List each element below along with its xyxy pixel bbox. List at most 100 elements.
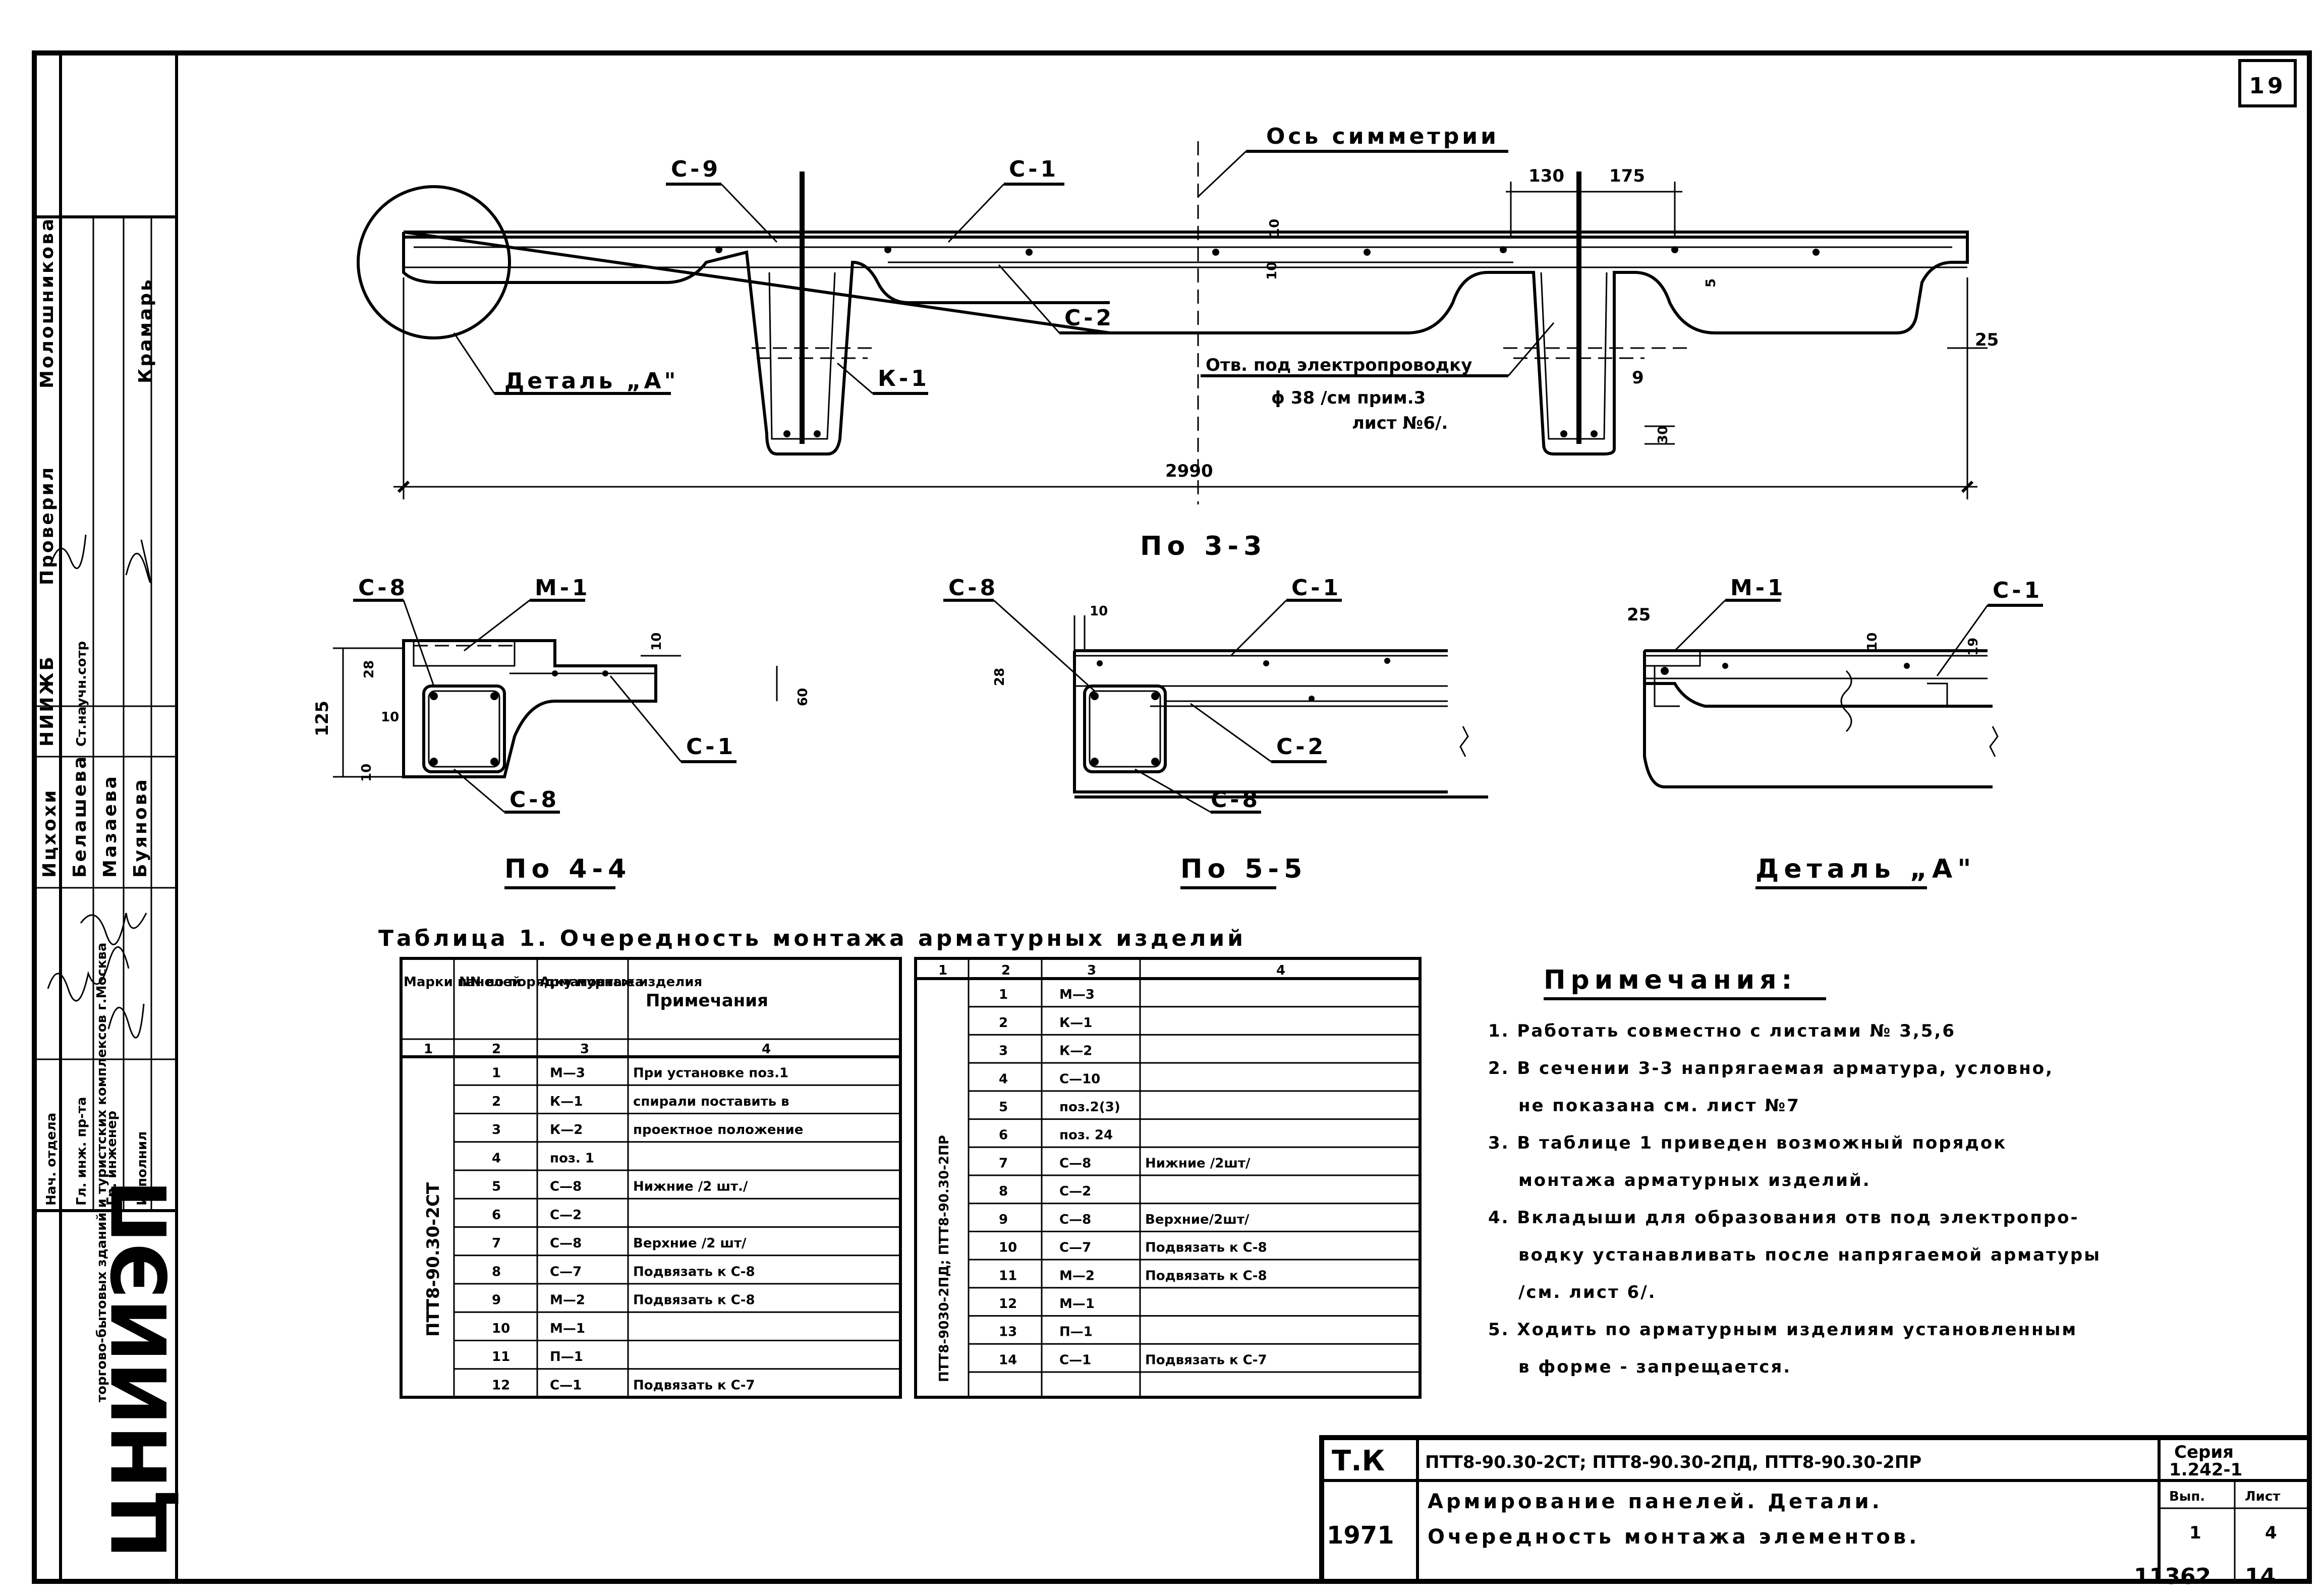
- table-row-note: Нижние /2 шт./: [633, 1179, 748, 1194]
- mark-left: ПТТ8-90.30-2СТ: [423, 1182, 443, 1337]
- label-c1: С-1: [686, 734, 736, 760]
- table-row-item: М—1: [550, 1321, 585, 1336]
- table-row-note: Подвязать к С-8: [1145, 1240, 1267, 1256]
- table-row-item: поз. 1: [550, 1151, 594, 1166]
- table-row-item: С—1: [1059, 1352, 1091, 1367]
- table-row-number: 3: [492, 1122, 501, 1137]
- caption-section-5-5: По 5-5: [1180, 854, 1307, 884]
- table-row-item: М—2: [550, 1293, 585, 1308]
- check-label: Проверил: [37, 466, 58, 585]
- note-line: не показана см. лист №7: [1518, 1096, 1800, 1116]
- table-row-item: П—1: [1059, 1325, 1093, 1340]
- table-row-note: Подвязать к С-8: [1145, 1268, 1267, 1283]
- hole-note-line3: лист №6/.: [1352, 413, 1448, 433]
- table-row-note: Подвязать к С-7: [633, 1378, 755, 1393]
- table-row-item: М—1: [1059, 1296, 1095, 1312]
- table-row-number: 9: [999, 1212, 1008, 1227]
- org-description: торгово-бытовых зданий и туристских комп…: [94, 943, 109, 1402]
- notes-title: Примечания:: [1544, 965, 1797, 995]
- table-row-number: 6: [999, 1128, 1008, 1143]
- table-row-item: К—2: [1059, 1044, 1092, 1059]
- note-line: 4. Вкладыши для образования отв под элек…: [1488, 1208, 2079, 1228]
- table-row-number: 2: [492, 1094, 501, 1109]
- table-row-item: поз. 24: [1059, 1128, 1113, 1143]
- hole-note-line2: ϕ 38 /см прим.3: [1271, 388, 1426, 408]
- dim-175: 175: [1609, 166, 1645, 186]
- role-3: Гр. инженер: [104, 1111, 120, 1206]
- note-line: /см. лист 6/.: [1518, 1282, 1657, 1302]
- niizhb-label: НИИЖБ: [37, 655, 58, 747]
- caption-detail-a: Деталь „А": [1755, 854, 1976, 884]
- right-col-number-2: 2: [1001, 963, 1010, 978]
- dim-28: 28: [362, 660, 377, 678]
- name-1: Ицхохи: [39, 788, 60, 878]
- table-row-number: 7: [492, 1236, 501, 1251]
- dim-10a: 10: [1267, 219, 1282, 237]
- role-4: Исполнил: [135, 1131, 150, 1206]
- table-row-number: 12: [999, 1296, 1017, 1312]
- table-row-number: 7: [999, 1156, 1008, 1171]
- table-row-item: М—3: [1059, 987, 1095, 1002]
- table-row-item: М—3: [550, 1066, 585, 1081]
- table-row-item: С—2: [550, 1208, 582, 1223]
- table-row-number: 4: [999, 1071, 1008, 1087]
- col-number-4: 4: [762, 1042, 771, 1057]
- table-row-note: Верхние /2 шт/: [633, 1236, 747, 1251]
- dim-10-side: 10: [381, 710, 399, 725]
- note-line: водку устанавливать после напрягаемой ар…: [1518, 1245, 2101, 1265]
- col-number-1: 1: [424, 1042, 433, 1057]
- label-c1: С-1: [1993, 578, 2043, 603]
- panel-marks: ПТТ8-90.30-2СТ; ПТТ8-90.30-2ПД, ПТТ8-90.…: [1425, 1452, 1921, 1472]
- name-2: Белашева: [70, 755, 90, 878]
- name-4: Буянова: [130, 777, 151, 878]
- dim-10-top: 10: [649, 633, 664, 651]
- role-2: Гл. инж. пр-та: [74, 1097, 89, 1206]
- dim-60: 60: [796, 688, 811, 706]
- dim-10: 10: [1865, 633, 1880, 651]
- table-row-number: 6: [492, 1208, 501, 1223]
- table-row-number: 14: [999, 1352, 1017, 1367]
- sheet-number-box: [2238, 59, 2297, 107]
- label-c2: С-2: [1064, 305, 1114, 331]
- section-5-5: С-8 С-1 С-2 С-8 10 28 По 5-5: [943, 575, 1488, 889]
- label-c8-bottom: С-8: [1211, 787, 1261, 813]
- series-label: Серия: [2174, 1442, 2234, 1462]
- footer-number-right: 14: [2245, 1564, 2276, 1589]
- dim-30: 30: [1656, 426, 1671, 444]
- checker-name-1: Молошникова: [37, 217, 58, 388]
- notes-block: Примечания: 1. Работать совместно с лист…: [1488, 965, 2101, 1377]
- label-c8-top: С-8: [948, 575, 998, 601]
- right-col-number-1: 1: [938, 963, 947, 978]
- panel-outline-left: [402, 232, 1110, 455]
- table-row-number: 11: [999, 1268, 1017, 1283]
- title-block: Т.К 1971 ПТТ8-90.30-2СТ; ПТТ8-90.30-2ПД,…: [1319, 1435, 2312, 1589]
- detail-a-callout: Деталь „А": [504, 368, 678, 394]
- embedded-plate-m1: [413, 640, 516, 667]
- header-order-no: NN по порядку монтажа: [459, 975, 644, 990]
- dim-19: 19: [1966, 638, 1981, 656]
- table-row-number: 9: [492, 1293, 501, 1308]
- hole-note-line1: Отв. под электропроводку: [1206, 355, 1472, 375]
- table-row-item: С—8: [550, 1179, 582, 1194]
- label-m1: М-1: [1730, 575, 1786, 601]
- note-line: монтажа арматурных изделий.: [1518, 1170, 1871, 1190]
- table-1-title: Таблица 1. Очередность монтажа арматурны…: [378, 926, 1246, 951]
- note-line: 5. Ходить по арматурным изделиям установ…: [1488, 1320, 2077, 1340]
- table-row-number: 12: [492, 1378, 510, 1393]
- dim-28: 28: [992, 668, 1007, 686]
- table-row-item: С—8: [1059, 1212, 1091, 1227]
- org-logo: ЦНИИЭП: [97, 1180, 185, 1559]
- table-right: [914, 957, 1422, 1399]
- note-line: в форме - запрещается.: [1518, 1357, 1791, 1377]
- caption-section-4-4: По 4-4: [504, 854, 631, 884]
- label-k1: К-1: [878, 366, 930, 391]
- name-3: Мазаева: [100, 774, 121, 878]
- table-row-note: Подвязать к С-8: [633, 1264, 755, 1279]
- label-c1: С-1: [1291, 575, 1341, 601]
- header-rebar-items: Арматурные изделия: [540, 975, 702, 990]
- table-row-note: Верхние/2шт/: [1145, 1212, 1250, 1227]
- sheet-number: 19: [2249, 73, 2286, 99]
- sheet-value: 4: [2265, 1523, 2277, 1543]
- col-number-3: 3: [580, 1042, 589, 1057]
- table-row-number: 3: [999, 1044, 1008, 1059]
